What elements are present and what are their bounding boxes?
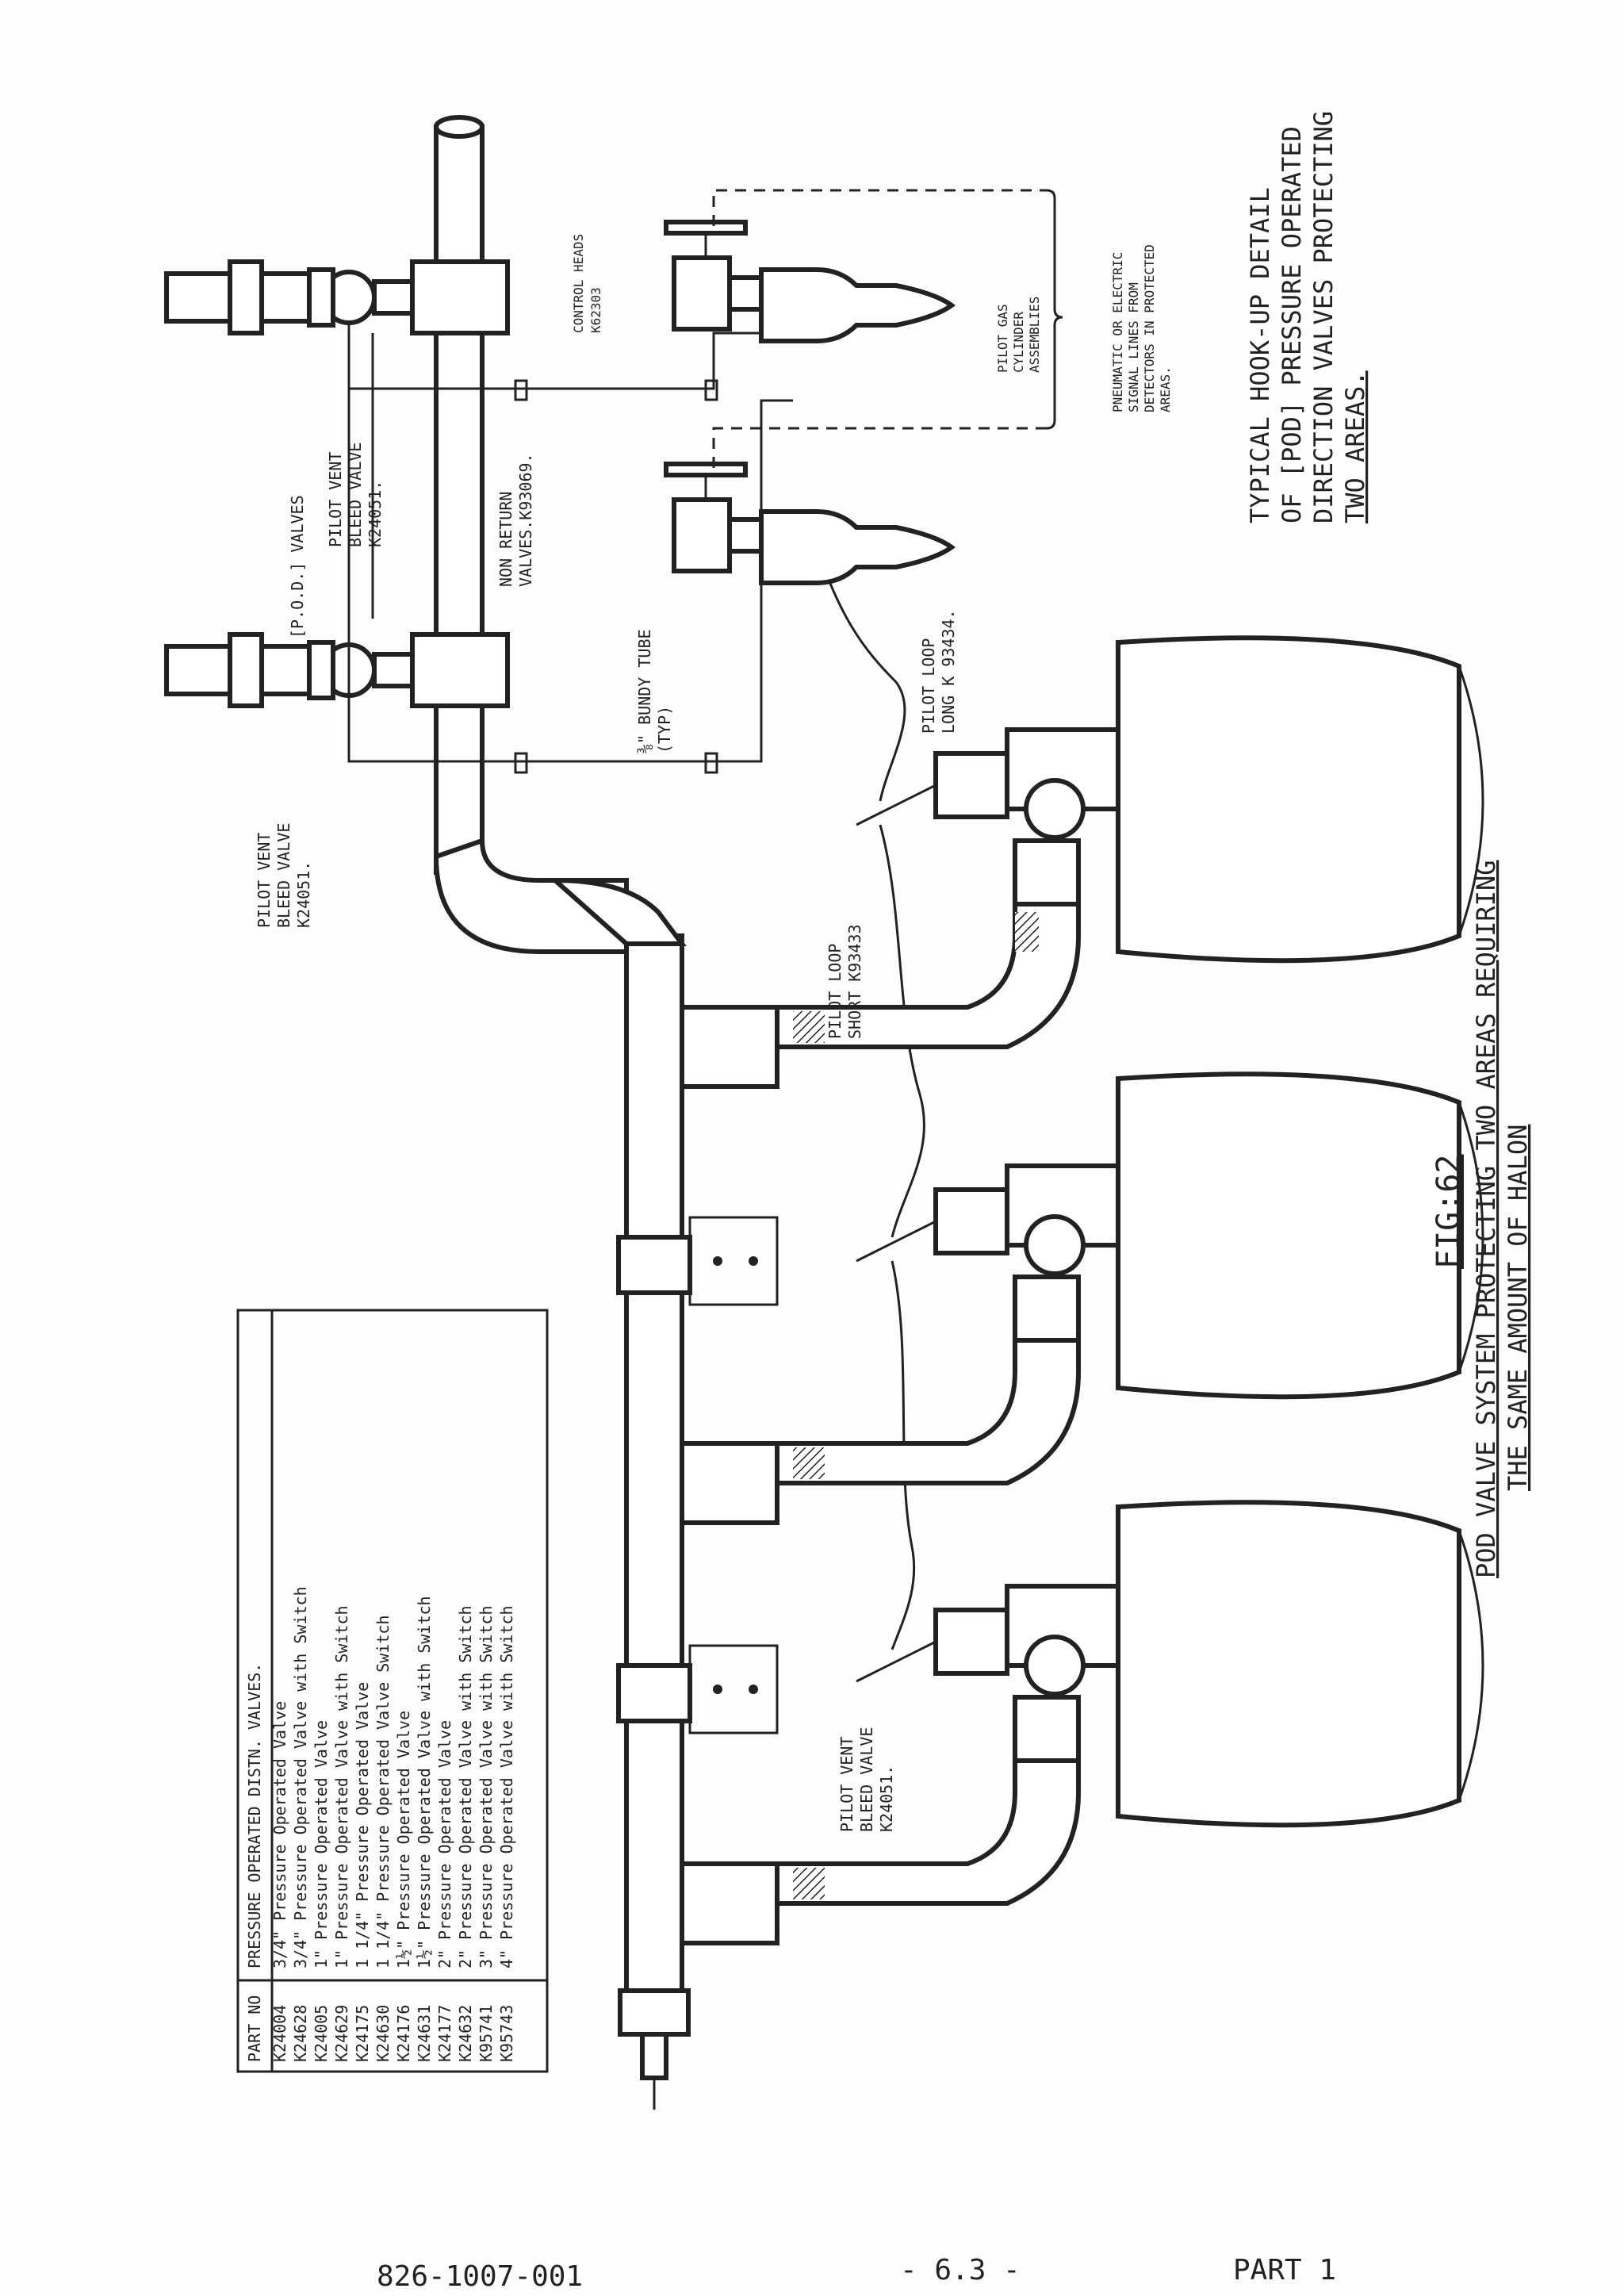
parts-table-rows: K24004 3/4" Pressure Operated ValveK24628… [270, 1586, 516, 2062]
label-signal-4: AREAS. [1158, 366, 1173, 412]
label-pilot-loop-long-2: LONG K 93434. [939, 609, 958, 734]
table-row-description: 3/4" Pressure Operated Valve with Switch [291, 1586, 310, 1968]
table-row-description: 4" Pressure Operated Valve with Switch [497, 1605, 516, 1968]
control-heads [664, 220, 956, 585]
table-row-part-no: K95741 [477, 2005, 496, 2062]
label-pilot-gas-3: ASSEMBLIES [1027, 297, 1042, 373]
table-row-part-no: K24631 [415, 2005, 434, 2062]
label-pilot-loop-short-2: SHORT K93433 [845, 925, 864, 1040]
pilot-tubing [347, 325, 925, 1650]
label-bundy-tube-2: (TYP) [655, 706, 674, 753]
table-row-description: 3" Pressure Operated Valve with Switch [477, 1605, 496, 1968]
table-row-description: 1" Pressure Operated Valve with Switch [332, 1605, 351, 1968]
label-pilot-vent-left-1: PILOT VENT [255, 833, 274, 928]
table-row-description: 2" Pressure Operated Valve with Switch [456, 1605, 475, 1968]
table-header-description: PRESSURE OPERATED DISTN. VALVES. [245, 1663, 264, 1968]
table-row-description: 1 1/4" Pressure Operated Valve [353, 1682, 372, 1968]
figure-caption-line-1: POD VALVE SYSTEM PROTECTING TWO AREAS RE… [1471, 861, 1501, 1578]
parts-table-header: PART NO PRESSURE OPERATED DISTN. VALVES. [245, 1663, 264, 2062]
table-row-part-no: K24630 [373, 2005, 393, 2062]
table-row-description: 3/4" Pressure Operated Valve [270, 1701, 289, 1968]
label-pilot-gas-2: CYLINDER [1011, 312, 1026, 373]
figure-caption-line-2: THE SAME AMOUNT OF HALON [1503, 1125, 1533, 1491]
detail-title-line-4: TWO AREAS. [1340, 370, 1370, 523]
label-signal-1: PNEUMATIC OR ELECTRIC [1110, 252, 1125, 412]
table-row-description: 1" Pressure Operated Valve [312, 1720, 331, 1968]
label-control-heads-2: K62303 [588, 287, 603, 333]
table-row-description: 2" Pressure Operated Valve [435, 1720, 454, 1968]
table-row-description: 1½" Pressure Operated Valve [394, 1711, 413, 1968]
table-row-description: 1½" Pressure Operated Valve with Switch [415, 1596, 434, 1968]
detail-title-line-3: DIRECTION VALVES PROTECTING [1308, 111, 1339, 523]
table-row-part-no: K24632 [456, 2005, 475, 2062]
label-pilot-vent-top-3: K24051. [366, 481, 385, 547]
label-pod-valves: [P.O.D.] VALVES [288, 495, 307, 638]
label-signal-3: DETECTORS IN PROTECTED [1142, 244, 1157, 412]
table-row-part-no: K24177 [435, 2005, 454, 2062]
figure-caption: FIG:62 POD VALVE SYSTEM PROTECTING TWO A… [1431, 861, 1533, 1578]
parts-table [236, 1309, 549, 2073]
table-row-description: 1 1/4" Pressure Operated Valve Switch [373, 1615, 393, 1968]
signal-lines [712, 189, 1063, 468]
table-row-part-no: K24176 [394, 2005, 413, 2062]
label-pilot-vent-bottom-3: K24051. [877, 1765, 896, 1832]
halon-containers [680, 635, 1484, 1945]
detail-title: TYPICAL HOOK-UP DETAIL OF [POD] PRESSURE… [1245, 111, 1370, 523]
table-row-part-no: K24175 [353, 2005, 372, 2062]
annotations: [P.O.D.] VALVES PILOT VENT BLEED VALVE K… [255, 234, 1173, 1832]
label-non-return-2: VALVES.K93069. [516, 453, 535, 587]
label-pilot-vent-bottom-1: PILOT VENT [837, 1737, 856, 1832]
table-row-part-no: K95743 [497, 2005, 516, 2062]
table-row-part-no: K24628 [291, 2005, 310, 2062]
label-pilot-vent-top-1: PILOT VENT [326, 452, 345, 547]
label-pilot-gas-1: PILOT GAS [995, 304, 1010, 373]
label-pilot-vent-bottom-2: BLEED VALVE [857, 1727, 876, 1832]
label-pilot-vent-left-3: K24051. [294, 861, 313, 928]
label-signal-2: SIGNAL LINES FROM [1126, 282, 1141, 412]
label-control-heads-1: CONTROL HEADS [571, 234, 586, 333]
table-row-part-no: K24004 [270, 2005, 289, 2062]
label-pilot-vent-top-2: BLEED VALVE [346, 443, 365, 547]
footer-page-number: - 6.3 - [900, 2254, 1021, 2286]
footer-part: PART 1 [1233, 2254, 1337, 2286]
table-row-part-no: K24005 [312, 2005, 331, 2062]
footer-doc-number: 826-1007-001 [377, 2260, 584, 2293]
label-pilot-loop-long-1: PILOT LOOP [919, 638, 938, 734]
detail-title-line-2: OF [POD] PRESSURE OPERATED [1277, 126, 1307, 523]
label-bundy-tube-1: ⅜" BUNDY TUBE [635, 629, 654, 753]
label-pilot-loop-short-1: PILOT LOOP [825, 944, 845, 1039]
label-non-return-1: NON RETURN [496, 492, 515, 587]
table-header-part-no: PART NO [245, 1995, 264, 2062]
label-pilot-vent-left-2: BLEED VALVE [274, 823, 293, 928]
main-manifold-pipe [433, 115, 779, 2110]
table-row-part-no: K24629 [332, 2005, 351, 2062]
figure-number: FIG:62 [1431, 1155, 1467, 1270]
pod-valve-branches [164, 259, 510, 708]
detail-title-line-1: TYPICAL HOOK-UP DETAIL [1245, 187, 1275, 523]
